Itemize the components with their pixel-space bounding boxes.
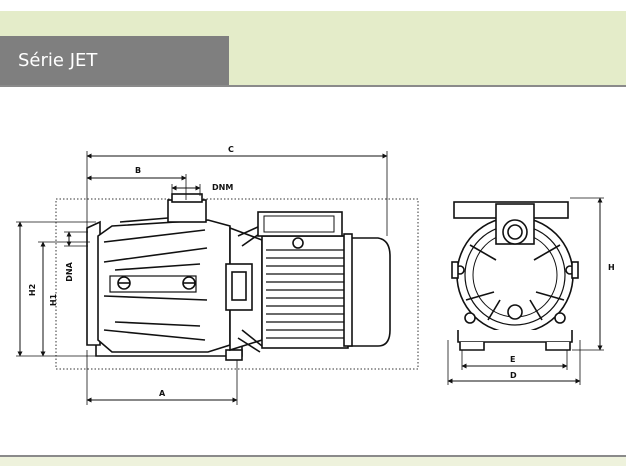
- footer-band: [0, 457, 626, 466]
- pump-side-view: [86, 193, 391, 361]
- label-a: A: [159, 389, 166, 398]
- footer-divider: [0, 455, 626, 457]
- label-dna: DNA: [65, 261, 74, 281]
- label-dnm: DNM: [212, 183, 233, 192]
- series-title: Série JET: [0, 36, 229, 85]
- label-b: B: [135, 166, 141, 175]
- label-h: H: [608, 263, 615, 272]
- label-h2: H2: [28, 284, 37, 296]
- pump-front-view: [451, 201, 579, 351]
- label-e: E: [510, 355, 515, 364]
- header-divider: [0, 85, 626, 87]
- label-c: C: [228, 145, 234, 154]
- label-d: D: [510, 371, 517, 380]
- label-h1: H1: [49, 293, 58, 306]
- pump-dimension-drawing: C B DNM H2 H1 DNA A: [16, 145, 615, 405]
